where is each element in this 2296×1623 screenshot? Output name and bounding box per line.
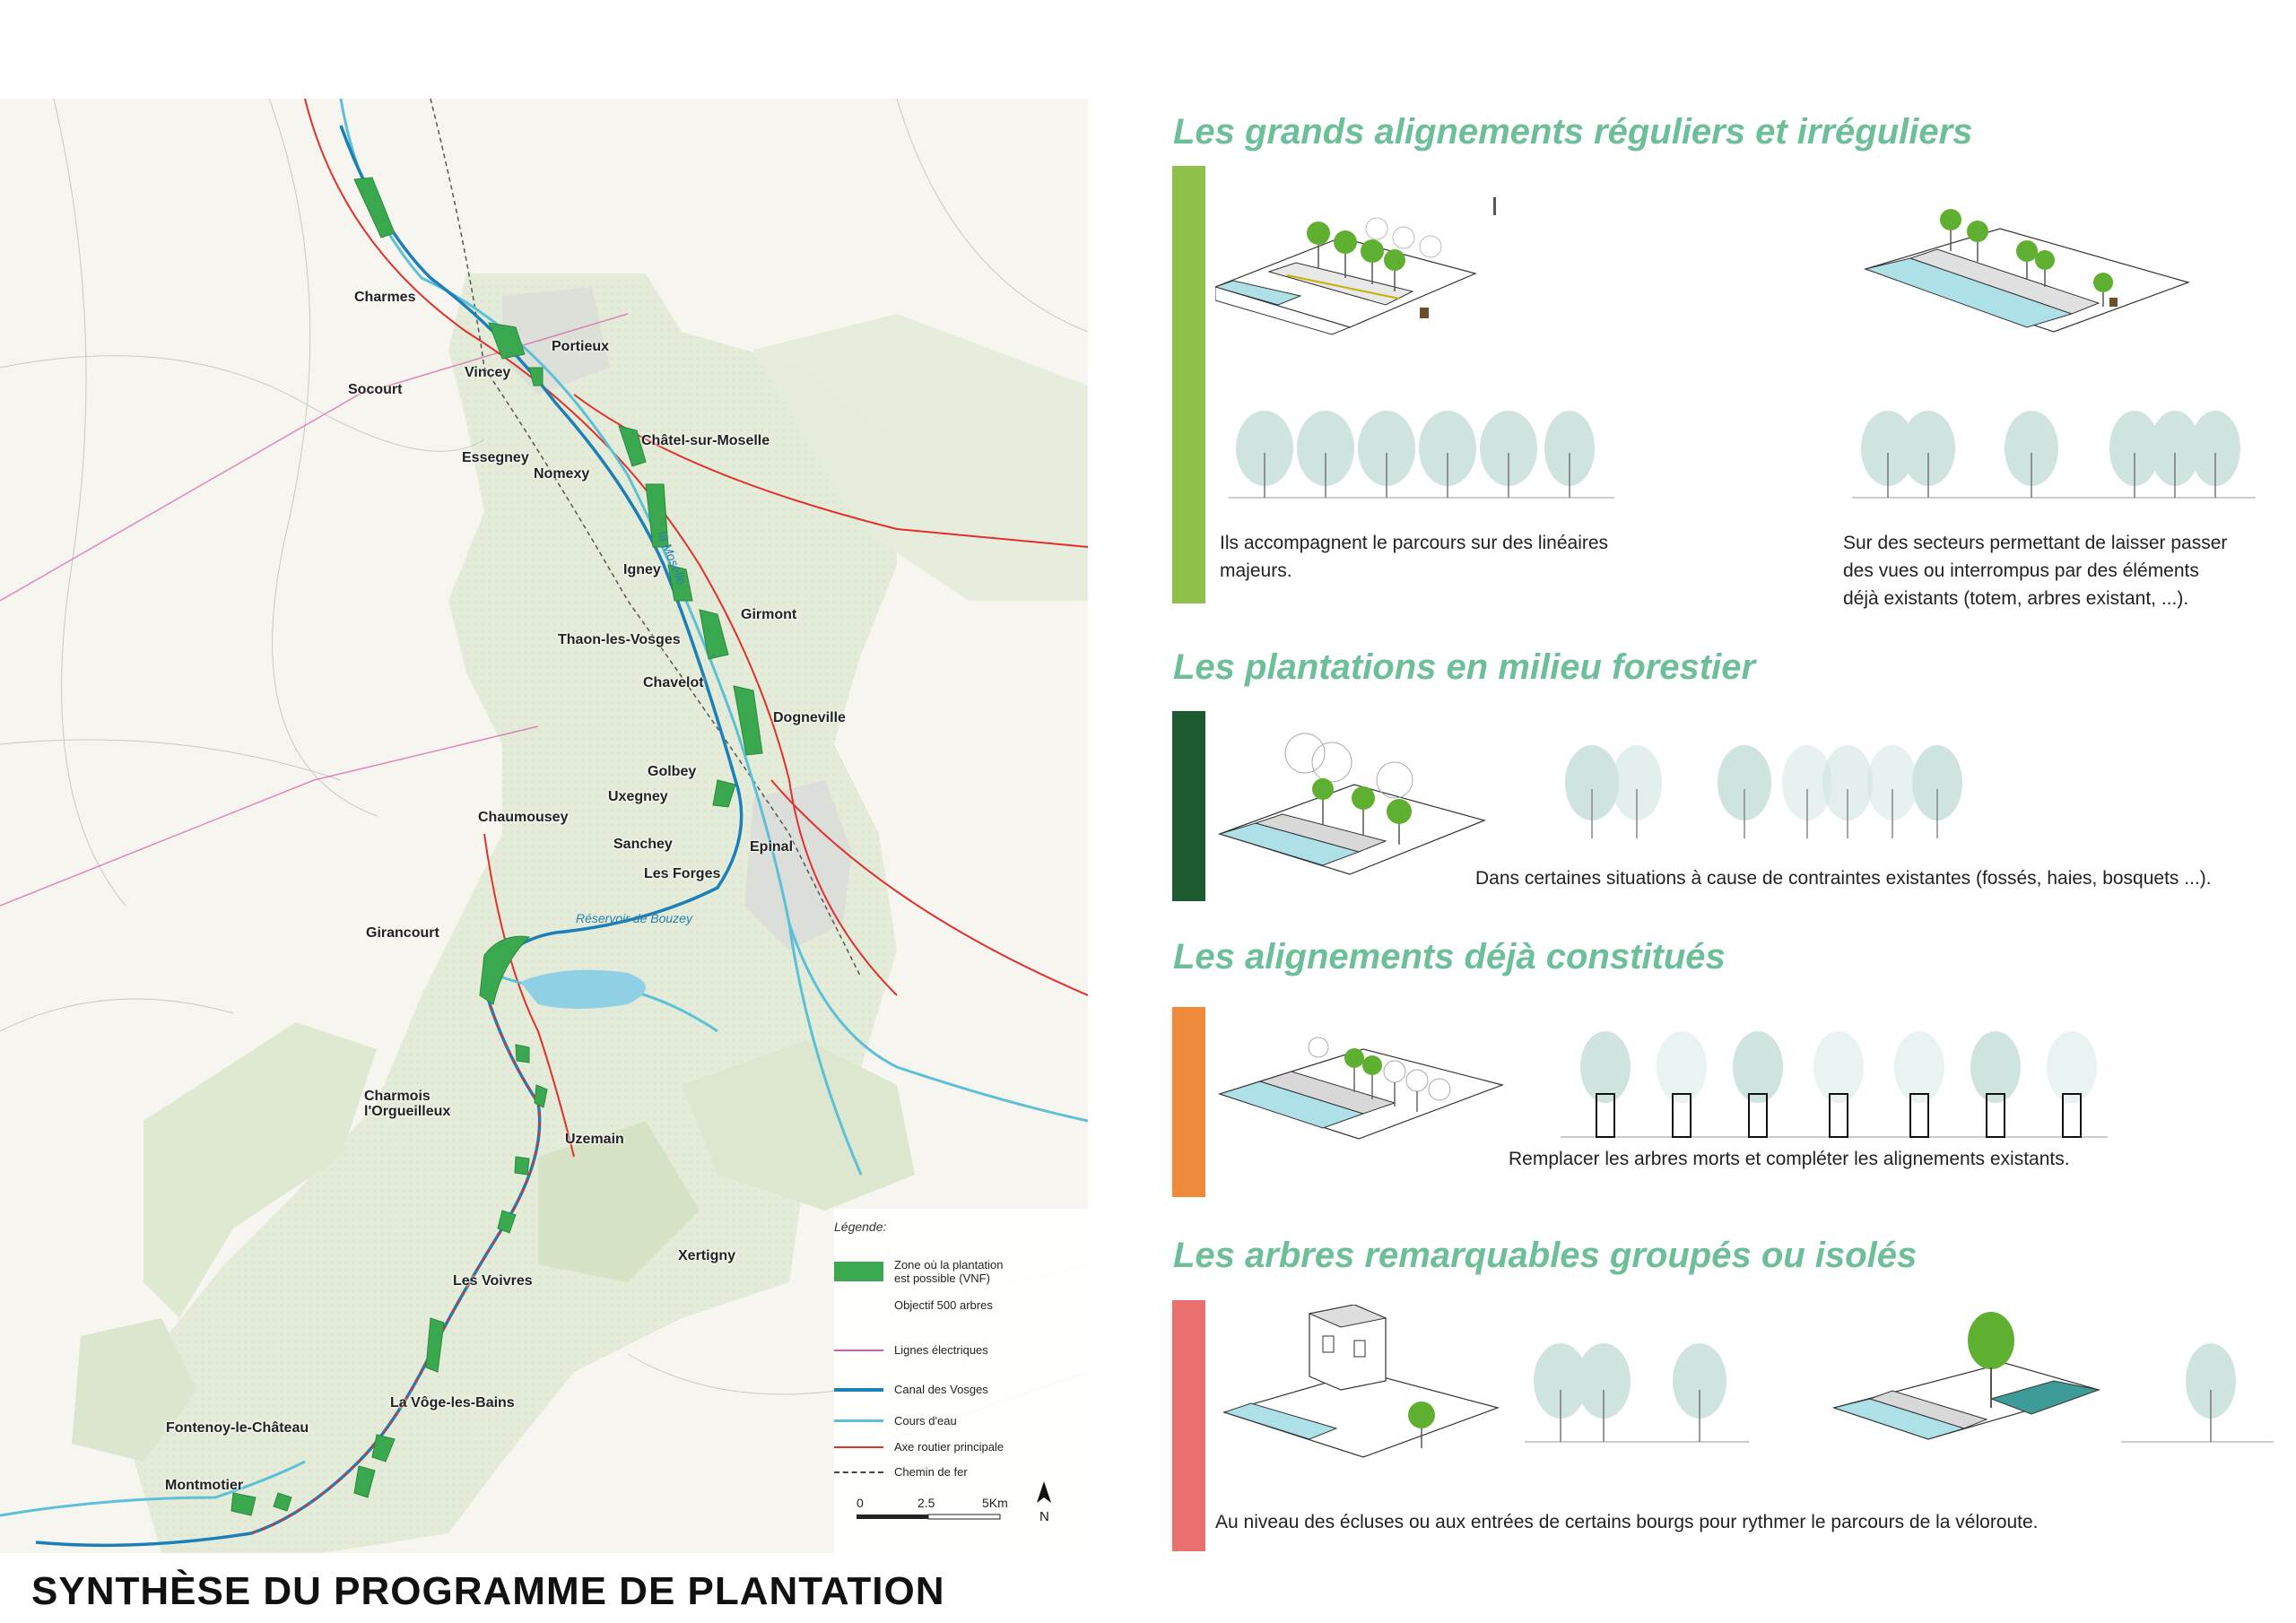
place-label: Fontenoy-le-Château (166, 1420, 309, 1436)
place-label: Chaumousey (478, 810, 569, 825)
legend-label: Cours d'eau (894, 1413, 957, 1428)
place-label: Châtel-sur-Moselle (641, 433, 770, 448)
section-title: Les grands alignements réguliers et irré… (1173, 112, 1973, 152)
drawing-mark (1493, 197, 1496, 215)
north-arrow-icon: N (1037, 1481, 1051, 1524)
legend-title: Légende: (834, 1219, 887, 1234)
legend-label: Canal des Vosges (894, 1382, 988, 1396)
map-panel: Charmes Portieux Vincey Socourt Châtel-s… (0, 99, 1088, 1553)
legend-item-road: Axe routier principale (834, 1438, 1004, 1454)
place-label: Nomexy (534, 466, 590, 482)
place-label: Socourt (348, 382, 403, 397)
place-label: Les Voivres (453, 1273, 533, 1289)
legend-label: Zone où la plantation (894, 1258, 1004, 1271)
map-canvas (0, 99, 1088, 1553)
canal-swatch (834, 1381, 883, 1397)
iso-isolated-tree-illustration (1831, 1312, 2101, 1440)
legend-label: Chemin de fer (894, 1464, 968, 1479)
rail-swatch (834, 1463, 883, 1480)
iso-alignment-regular-illustration (1215, 217, 1477, 335)
legend-item-canal: Canal des Vosges (834, 1381, 988, 1397)
section-title: Les arbres remarquables groupés ou isolé… (1173, 1236, 1918, 1275)
section-color-bar (1172, 1007, 1205, 1197)
road-swatch (834, 1438, 883, 1454)
place-label: Essegney (462, 450, 529, 465)
place-label: Igney (623, 562, 661, 577)
place-label: Charmois (364, 1089, 430, 1104)
iso-existing-alignment-illustration (1218, 1037, 1504, 1140)
scale-tick: 5Km (982, 1496, 1008, 1510)
north-label: N (1039, 1509, 1049, 1524)
map-legend: Légende: Zone où la plantation est possi… (834, 1209, 1088, 1553)
section-caption: Au niveau des écluses ou aux entrées de … (1215, 1512, 2039, 1532)
section-caption: Ils accompagnent le parcours sur des lin… (1220, 529, 1686, 585)
place-label: Epinal (750, 839, 794, 855)
place-label: Xertigny (678, 1248, 736, 1263)
section-title: Les alignements déjà constitués (1173, 937, 1726, 976)
page-title: SYNTHÈSE DU PROGRAMME DE PLANTATION (31, 1569, 945, 1613)
legend-label: Objectif 500 arbres (894, 1298, 993, 1312)
tree-row-regular-illustration (1229, 411, 1614, 499)
scale-tick: 2.5 (918, 1496, 935, 1510)
tree-row-existing-illustration (1561, 1031, 2108, 1138)
caption-line: majeurs. (1220, 560, 1292, 581)
legend-label: est possible (VNF) (894, 1271, 990, 1285)
tree-group-illustration (1525, 1343, 1749, 1443)
tree-isolated-illustration (2121, 1343, 2274, 1443)
place-label: Uxegney (608, 789, 668, 804)
place-label: Montmotier (165, 1478, 244, 1493)
place-label: Les Forges (644, 866, 721, 881)
tree-row-forest-illustration (1565, 745, 1962, 838)
place-label: Portieux (552, 339, 610, 354)
reservoir-label: Réservoir de Bouzey (576, 911, 692, 925)
section-title: Les plantations en milieu forestier (1173, 647, 1756, 687)
legend-item-zone: Zone où la plantation est possible (VNF) (834, 1258, 1003, 1285)
caption-line: Sur des secteurs permettant de laisser p… (1843, 533, 2228, 553)
place-label: Sanchey (613, 837, 673, 852)
place-label: Girancourt (366, 925, 439, 941)
place-label: Charmes (354, 290, 416, 305)
section-color-bar (1172, 711, 1205, 901)
place-label: Uzemain (565, 1132, 624, 1147)
place-label: Girmont (741, 607, 797, 622)
section-caption: Dans certaines situations à cause de con… (1475, 868, 2212, 889)
legend-label: Axe routier principale (894, 1439, 1004, 1454)
iso-forest-illustration (1218, 733, 1486, 875)
caption-line: Ils accompagnent le parcours sur des lin… (1220, 533, 1609, 553)
legend-item-power: Lignes électriques (834, 1341, 988, 1358)
place-label: Chavelot (643, 675, 704, 690)
legend-label: Lignes électriques (894, 1342, 988, 1357)
legend-item-water: Cours d'eau (834, 1412, 957, 1428)
section-caption: Remplacer les arbres morts et compléter … (1509, 1149, 2070, 1169)
place-label: Vincey (465, 365, 511, 380)
section-color-bar (1172, 1300, 1205, 1551)
tree-row-irregular-illustration (1852, 411, 2256, 499)
section-caption: Sur des secteurs permettant de laisser p… (1843, 529, 2283, 612)
section-color-bar (1172, 166, 1205, 603)
legend-item-rail: Chemin de fer (834, 1463, 968, 1480)
water-swatch (834, 1412, 883, 1428)
place-label: La Vôge-les-Bains (390, 1395, 515, 1410)
place-label: Thaon-les-Vosges (558, 632, 681, 647)
place-label: Dogneville (773, 710, 846, 725)
iso-lock-house-illustration (1222, 1305, 1500, 1458)
place-label: l'Orgueilleux (364, 1104, 451, 1119)
zone-swatch (834, 1262, 883, 1281)
power-line-swatch (834, 1341, 883, 1358)
iso-alignment-irregular-illustration (1864, 209, 2190, 333)
place-label: Golbey (648, 764, 697, 779)
caption-line: déjà existants (totem, arbres existant, … (1843, 588, 2189, 609)
scale-tick: 0 (857, 1496, 864, 1510)
scale-bar: 0 2.5 5Km (857, 1496, 1008, 1520)
caption-line: des vues ou interrompus par des éléments (1843, 560, 2199, 581)
